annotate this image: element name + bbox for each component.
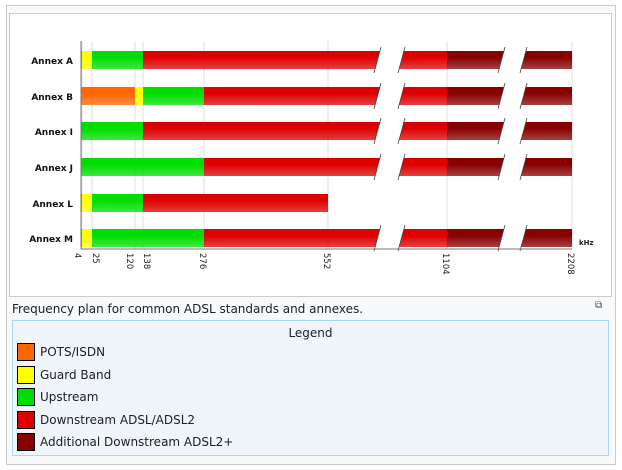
bar-segment-up bbox=[81, 158, 204, 176]
legend-item: Downstream ADSL/ADSL2 bbox=[17, 410, 195, 430]
adsl-frequency-chart: Annex A Annex B Annex I Annex J Annex L Annex… bbox=[29, 41, 594, 275]
legend-item: Additional Downstream ADSL2+ bbox=[17, 432, 233, 452]
legend-swatch bbox=[17, 365, 35, 384]
x-tick-label: 1104 bbox=[440, 253, 450, 275]
break-line bbox=[397, 117, 406, 145]
bar-segment-guard bbox=[82, 51, 92, 69]
legend-item: POTS/ISDN bbox=[17, 342, 105, 362]
break-line bbox=[397, 153, 406, 181]
enlarge-icon[interactable]: ⧉ bbox=[595, 300, 603, 311]
legend-label: POTS/ISDN bbox=[40, 345, 106, 359]
bar-segment-guard bbox=[135, 87, 143, 105]
legend-label: Downstream ADSL/ADSL2 bbox=[40, 412, 196, 427]
bar-segment-up bbox=[81, 122, 143, 140]
break-line bbox=[497, 82, 506, 110]
legend-swatch bbox=[17, 410, 35, 429]
bar-segment-up bbox=[92, 51, 143, 69]
category-label: Annex M bbox=[29, 235, 73, 245]
break-line bbox=[373, 46, 382, 74]
legend-label: Guard Band bbox=[40, 367, 112, 382]
break-line bbox=[519, 46, 528, 74]
bar-segment-down bbox=[204, 158, 447, 176]
break-line bbox=[519, 82, 528, 110]
bar-segment-down bbox=[143, 122, 447, 140]
break-line bbox=[397, 224, 406, 252]
legend-title: Legend bbox=[288, 326, 333, 340]
x-tick-label: 138 bbox=[141, 253, 151, 269]
break-line bbox=[497, 224, 506, 252]
break-line bbox=[519, 153, 528, 181]
axis-break bbox=[498, 47, 527, 73]
category-label: Annex B bbox=[31, 93, 73, 103]
figure-caption: Frequency plan for common ADSL standards… bbox=[12, 302, 364, 316]
x-tick-label: 120 bbox=[124, 253, 134, 269]
break-line bbox=[373, 117, 382, 145]
break-line bbox=[519, 117, 528, 145]
bar-segment-down bbox=[143, 51, 447, 69]
chart-area: Annex A Annex B Annex I Annex J Annex L Annex… bbox=[9, 13, 612, 297]
bar-segment-down bbox=[204, 87, 447, 105]
axis-break bbox=[498, 154, 527, 180]
legend-swatch bbox=[17, 388, 35, 406]
break-line bbox=[397, 82, 406, 110]
axis-break bbox=[374, 47, 405, 73]
break-line bbox=[519, 224, 528, 252]
break-line bbox=[397, 46, 406, 74]
category-label: Annex A bbox=[31, 57, 73, 67]
x-tick-label: 4 bbox=[72, 253, 82, 258]
bar-segment-guard bbox=[82, 229, 92, 247]
bar-segment-down bbox=[204, 229, 447, 247]
x-unit-label: kHz bbox=[579, 239, 594, 247]
legend-label: Upstream bbox=[40, 390, 99, 404]
axis-break bbox=[374, 83, 405, 109]
break-line bbox=[497, 117, 506, 145]
break-line bbox=[497, 46, 506, 74]
bar-segment-guard bbox=[82, 194, 92, 212]
x-tick-label: 2208 bbox=[565, 253, 575, 275]
category-label: Annex J bbox=[35, 164, 73, 174]
bar-segment-up bbox=[143, 87, 204, 105]
axis-break bbox=[374, 118, 405, 144]
axis-break bbox=[498, 83, 527, 109]
axis-break bbox=[374, 154, 405, 180]
legend-item: Upstream bbox=[17, 387, 98, 407]
bar-segment-pots bbox=[81, 87, 135, 105]
axis-break bbox=[498, 225, 527, 251]
legend-label: Additional Downstream ADSL2+ bbox=[40, 435, 234, 449]
axis-break bbox=[498, 118, 527, 144]
break-line bbox=[373, 224, 382, 252]
axis-break bbox=[374, 225, 405, 251]
x-tick-label: 276 bbox=[197, 253, 207, 269]
x-tick-label: 552 bbox=[321, 253, 331, 269]
category-label: Annex I bbox=[35, 128, 73, 138]
legend-swatch bbox=[17, 343, 35, 361]
category-label: Annex L bbox=[32, 200, 73, 210]
bar-segment-down bbox=[143, 194, 328, 212]
legend-item: Guard Band bbox=[17, 365, 111, 385]
break-line bbox=[497, 153, 506, 181]
break-line bbox=[373, 82, 382, 110]
bar-segment-up bbox=[92, 194, 143, 212]
break-line bbox=[373, 153, 382, 181]
legend-swatch bbox=[17, 433, 35, 451]
x-tick-label: 25 bbox=[90, 253, 100, 264]
bar-segment-up bbox=[92, 229, 204, 247]
